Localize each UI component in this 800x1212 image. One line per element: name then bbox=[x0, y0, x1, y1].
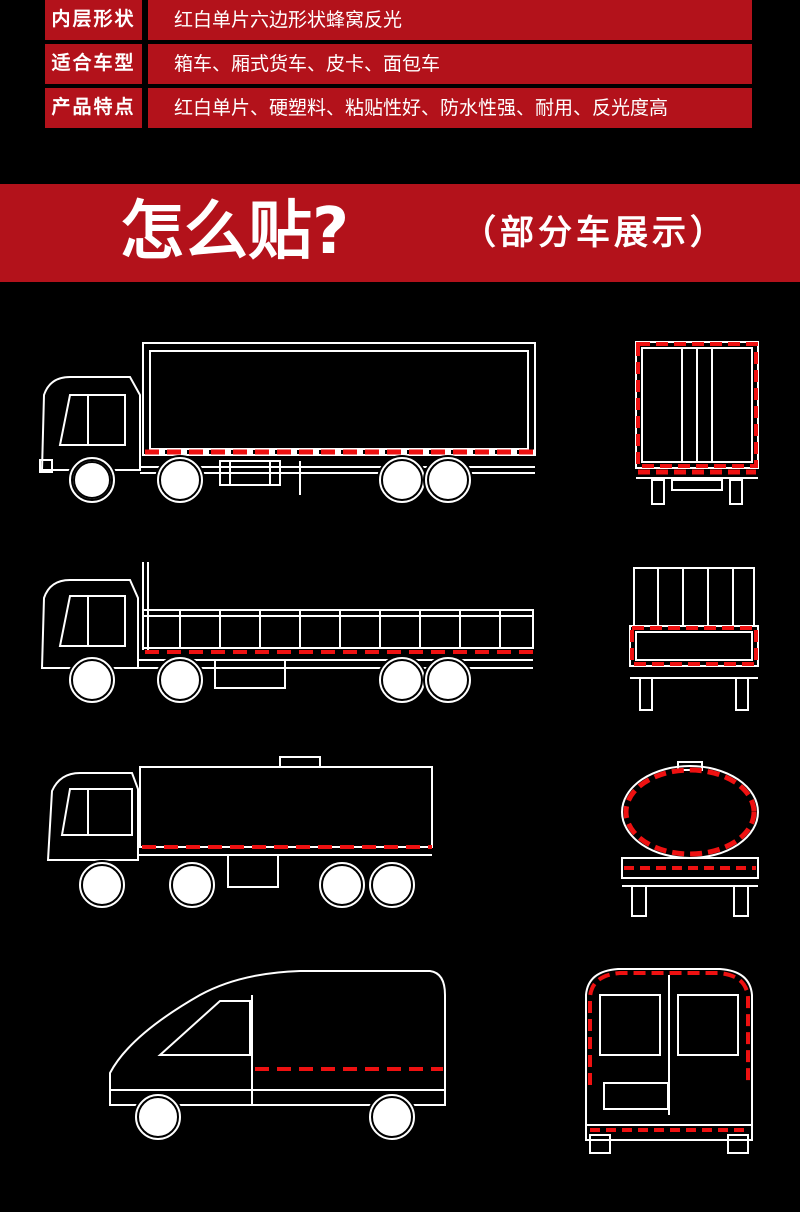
box-truck-side-illustration bbox=[39, 342, 536, 505]
spec-value: 箱车、厢式货车、皮卡、面包车 bbox=[148, 44, 752, 84]
box-truck-rear-illustration bbox=[635, 341, 759, 505]
spec-row-features: 产品特点 红白单片、硬塑料、粘贴性好、防水性强、耐用、反光度高 bbox=[0, 88, 800, 128]
banner-subtitle: （部分车展示） bbox=[462, 213, 728, 253]
tanker-truck-rear-illustration bbox=[621, 761, 759, 917]
spec-label: 产品特点 bbox=[45, 88, 142, 128]
spec-row-inner-shape: 内层形状 红白单片六边形状蜂窝反光 bbox=[0, 0, 800, 40]
van-side-illustration bbox=[109, 970, 446, 1142]
how-to-apply-banner: 怎么贴? （部分车展示） bbox=[0, 184, 800, 282]
spec-value: 红白单片、硬塑料、粘贴性好、防水性强、耐用、反光度高 bbox=[148, 88, 752, 128]
spec-value: 红白单片六边形状蜂窝反光 bbox=[148, 0, 752, 40]
banner-title: 怎么贴? bbox=[120, 195, 350, 269]
van-rear-illustration bbox=[585, 968, 753, 1154]
spec-row-vehicle-types: 适合车型 箱车、厢式货车、皮卡、面包车 bbox=[0, 44, 800, 84]
stake-truck-side-illustration bbox=[40, 562, 534, 705]
tanker-truck-side-illustration bbox=[46, 756, 433, 910]
stake-truck-rear-illustration bbox=[629, 567, 759, 711]
spec-label: 内层形状 bbox=[45, 0, 142, 40]
spec-label: 适合车型 bbox=[45, 44, 142, 84]
